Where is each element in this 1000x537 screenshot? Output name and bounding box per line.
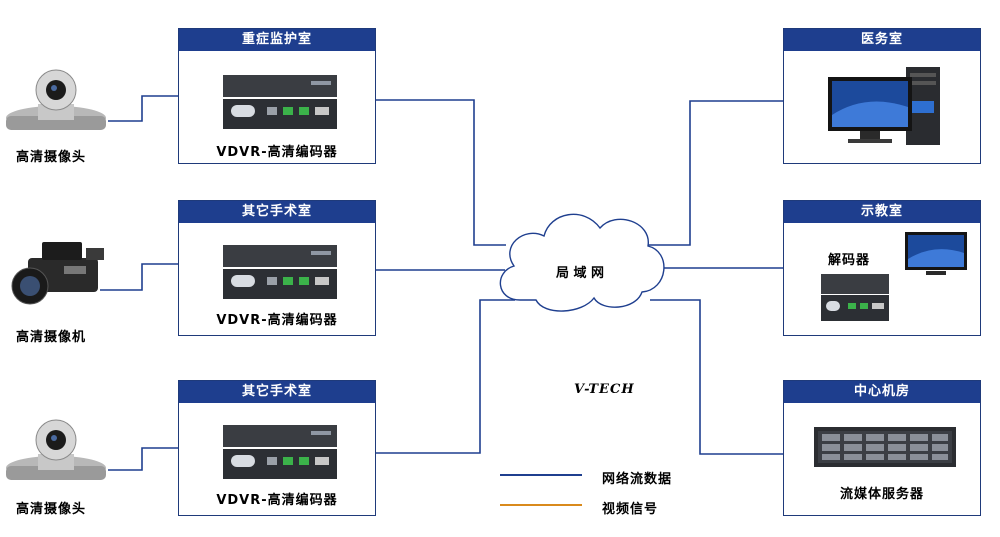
room-doctor: 医务室	[783, 28, 981, 164]
encoder-device-icon	[221, 243, 339, 303]
desktop-pc-icon	[826, 63, 946, 159]
room-icu: 重症监护室 VDVR-高清编码器	[178, 28, 376, 164]
room-title: 其它手术室	[179, 201, 375, 223]
room-title: 重症监护室	[179, 29, 375, 51]
wire-icu-lan	[338, 99, 506, 246]
encoder-caption: VDVR-高清编码器	[216, 493, 338, 508]
hd-camcorder-icon	[8, 238, 108, 308]
source-label-camcorder: 高清摄像机	[16, 330, 87, 345]
room-or2: 其它手术室 VDVR-高清编码器	[178, 380, 376, 516]
hd-camera-icon	[4, 68, 108, 134]
encoder-device-icon	[221, 423, 339, 483]
server-caption: 流媒体服务器	[839, 487, 924, 502]
room-title: 示教室	[784, 201, 980, 223]
brand-label: V-TECH	[574, 382, 635, 397]
hd-camera-icon	[4, 418, 108, 484]
encoder-caption: VDVR-高清编码器	[216, 145, 338, 160]
source-label-cam2: 高清摄像头	[16, 502, 87, 517]
wire-lan-server	[650, 299, 824, 455]
decoder-label: 解码器	[828, 253, 871, 268]
decoder-device-icon	[820, 273, 890, 325]
legend: 网络流数据 视频信号	[500, 464, 700, 524]
source-label-cam1: 高清摄像头	[16, 150, 87, 165]
lan-cloud	[499, 213, 665, 312]
wire-lan-doctor	[645, 100, 830, 246]
storage-server-icon	[812, 425, 958, 471]
room-title: 中心机房	[784, 381, 980, 403]
monitor-icon	[904, 231, 968, 277]
lan-cloud-label: 局 域 网	[555, 266, 605, 281]
legend-network-label: 网络流数据	[602, 472, 673, 487]
room-title: 医务室	[784, 29, 980, 51]
wire-or2-lan	[338, 299, 515, 454]
encoder-caption: VDVR-高清编码器	[216, 313, 338, 328]
room-or1: 其它手术室 VDVR-高清编码器	[178, 200, 376, 336]
room-title: 其它手术室	[179, 381, 375, 403]
encoder-device-icon	[221, 73, 339, 133]
legend-video-label: 视频信号	[602, 502, 659, 517]
room-teaching: 示教室 解码器	[783, 200, 981, 336]
legend-network-line-icon	[500, 474, 582, 476]
legend-video-line-icon	[500, 504, 582, 506]
room-datacenter: 中心机房 流媒体服务器	[783, 380, 981, 516]
